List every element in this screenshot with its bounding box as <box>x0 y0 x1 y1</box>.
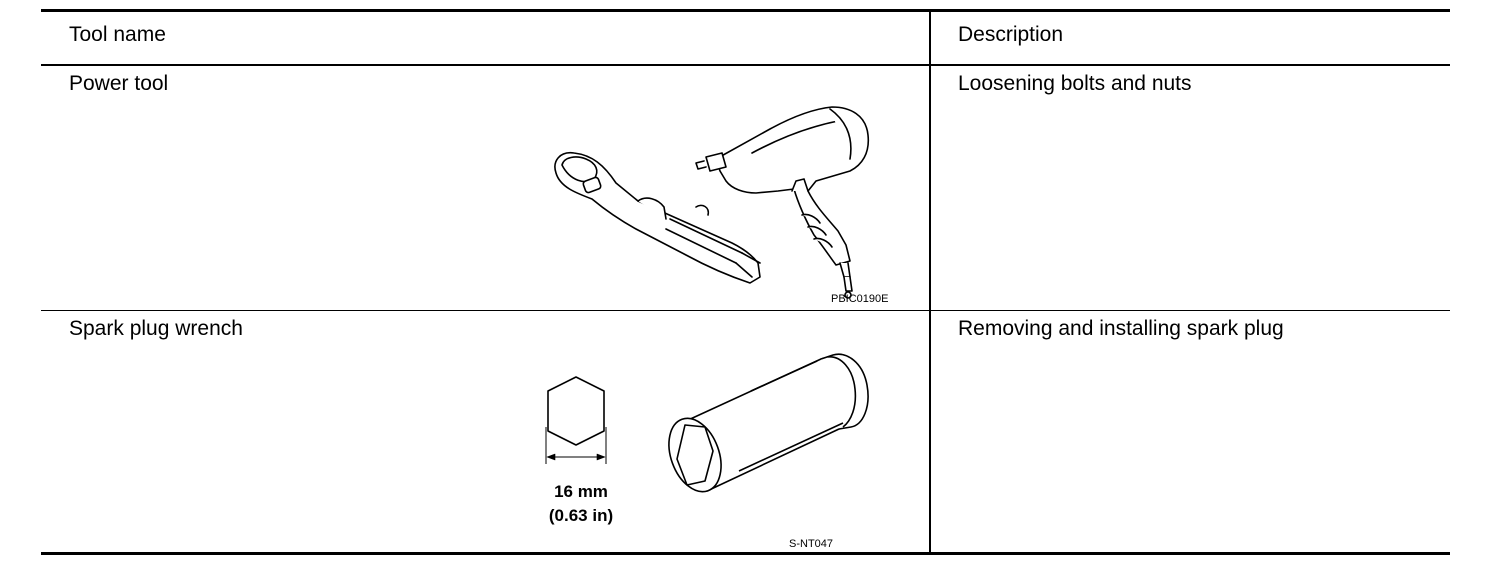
spark-plug-socket-icon <box>668 353 869 493</box>
table-header-rule <box>41 64 1450 66</box>
row-power-tool-description: Loosening bolts and nuts <box>958 72 1192 95</box>
spark-plug-wrench-illustration: 16 mm (0.63 in) S-NT047 <box>545 353 869 549</box>
row-spark-plug-wrench-description: Removing and installing spark plug <box>958 317 1284 340</box>
row-power-tool-name: Power tool <box>69 72 169 95</box>
dimension-mm-label: 16 mm <box>554 482 608 501</box>
header-description: Description <box>958 23 1064 46</box>
hex-nut-icon <box>547 376 605 446</box>
power-tool-illustration: PBIC0190E <box>554 106 888 305</box>
dimension-in-label: (0.63 in) <box>549 506 613 525</box>
spark-plug-wrench-figure-code: S-NT047 <box>789 538 833 549</box>
impact-wrench-icon <box>695 106 870 299</box>
table-bottom-rule <box>41 552 1450 555</box>
table-column-divider <box>929 9 931 555</box>
power-tool-figure-code: PBIC0190E <box>831 293 888 305</box>
table-row-divider <box>41 310 1450 311</box>
header-tool-name: Tool name <box>69 23 166 46</box>
tool-table: Tool name Description Power tool Looseni… <box>41 9 1450 555</box>
table-top-rule <box>41 9 1450 12</box>
row-spark-plug-wrench-name: Spark plug wrench <box>69 317 243 340</box>
